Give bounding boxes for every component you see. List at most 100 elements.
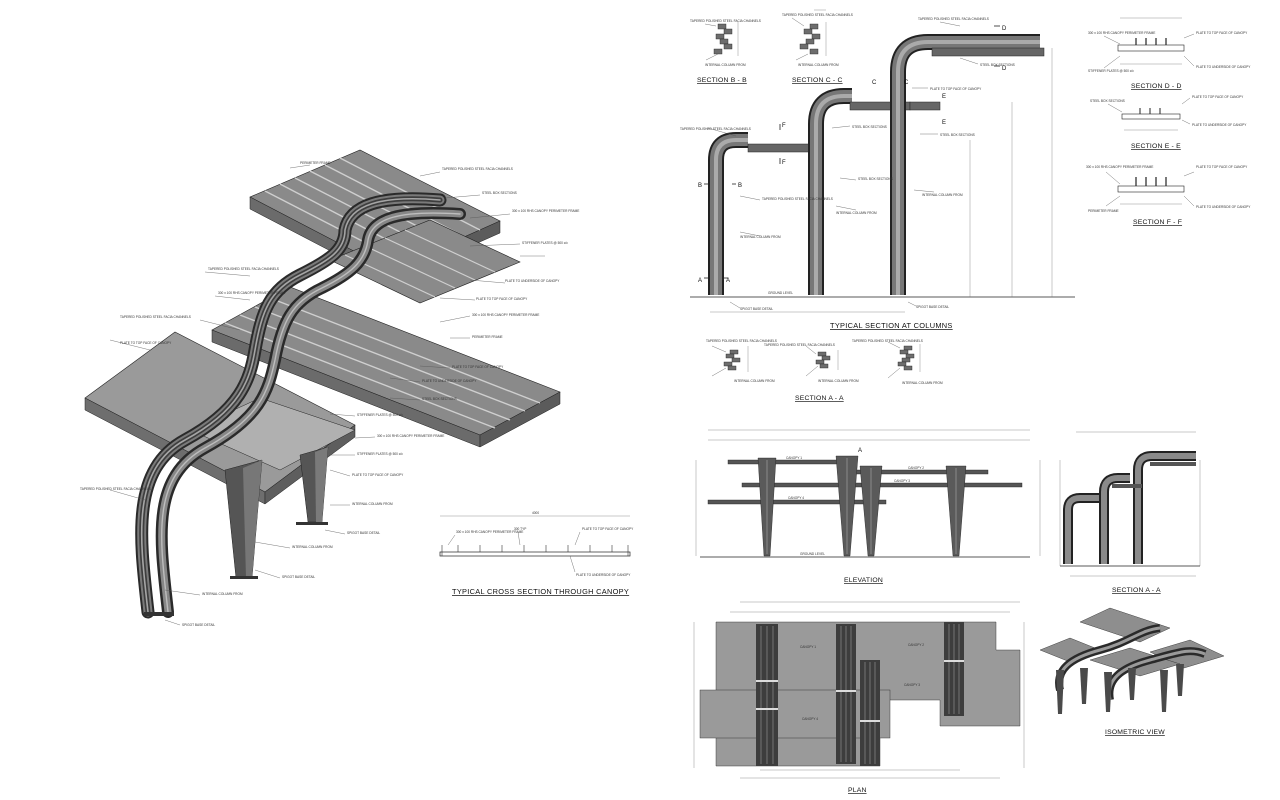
typical-section-at-columns: GROUND LEVEL B B A A F F C C E E D D <box>680 17 1075 330</box>
iso-note-internal-col-3: INTERNAL COLUMN FROM <box>202 592 243 596</box>
elevation-marker-a: A <box>858 448 862 454</box>
section-a-row: TAPERED POLISHED STEEL FACIA CHANNELS IN… <box>706 339 943 402</box>
iso-note-top-3: PLATE TO TOP FACE OF CANOPY <box>120 341 172 345</box>
plan-columns <box>756 622 964 766</box>
iso-note-stiffener: STIFFENER PLATES @ 500 c/c <box>522 241 568 245</box>
iso-note-perimeter-frame: PERIMETER FRAME <box>300 161 331 165</box>
marker-e-bottom: E <box>942 120 946 126</box>
section-b-detail: TAPERED POLISHED STEEL FACIA CHANNELS IN… <box>690 19 761 84</box>
section-d-note-1: 300 x 100 RHS CANOPY PERIMETER FRAME <box>1088 31 1155 35</box>
section-a-note-4: INTERNAL COLUMN FROM <box>818 379 859 383</box>
section-e-note-3: PLATE TO UNDERSIDE OF CANOPY <box>1192 123 1247 127</box>
section-c-detail: TAPERED POLISHED STEEL FACIA CHANNELS IN… <box>782 9 853 84</box>
title-section-c: SECTION C - C <box>792 77 843 84</box>
title-section-d: SECTION D - D <box>1131 83 1182 90</box>
typical-ground-level: GROUND LEVEL <box>768 291 793 295</box>
section-a-small: SECTION A - A <box>1059 431 1201 594</box>
cross-note-perimeter: 300 x 100 RHS CANOPY PERIMETER FRAME <box>456 530 523 534</box>
iso-note-spigot: SPIGOT BASE DETAIL <box>347 531 380 535</box>
iso-note-channels: TAPERED POLISHED STEEL FACIA CHANNELS <box>442 167 513 171</box>
title-cross-section: TYPICAL CROSS SECTION THROUGH CANOPY <box>452 587 629 596</box>
title-section-e: SECTION E - E <box>1131 143 1181 150</box>
columns-iso <box>144 446 329 616</box>
section-f-note-1: 300 x 100 RHS CANOPY PERIMETER FRAME <box>1086 165 1153 169</box>
iso-note-stiffener-2: STIFFENER PLATES @ 500 c/c <box>357 413 403 417</box>
typ-note-spigot-1: SPIGOT BASE DETAIL <box>740 307 773 311</box>
iso-note-top-face-2: PLATE TO TOP FACE OF CANOPY <box>452 365 504 369</box>
elevation-canopy-3: CANOPY 3 <box>894 479 910 483</box>
flowing-channels-iso <box>135 192 466 619</box>
section-d-note-3: PLATE TO TOP FACE OF CANOPY <box>1196 31 1248 35</box>
typ-note-6: INTERNAL COLUMN FROM <box>836 211 877 215</box>
elevation: GROUND LEVEL CANOPY 1 CANOPY 2 CANOPY 3 … <box>695 429 1041 584</box>
plan-canopy-1: CANOPY 1 <box>800 645 816 649</box>
iso-note-plates: PLATE TO TOP FACE OF CANOPY <box>352 473 404 477</box>
section-a-note-3: TAPERED POLISHED STEEL FACIA CHANNELS <box>764 343 835 347</box>
elevation-canopy-4: CANOPY 4 <box>788 496 804 500</box>
typ-note-2: TAPERED POLISHED STEEL FACIA CHANNELS <box>762 197 833 201</box>
plan-canopy-2: CANOPY 2 <box>908 643 924 647</box>
plan-canopy-3: CANOPY 3 <box>904 683 920 687</box>
title-section-b: SECTION B - B <box>697 77 747 84</box>
typ-note-10: STEEL BOX SECTIONS <box>980 63 1015 67</box>
marker-c-left: C <box>872 80 877 86</box>
section-d-note-2: STIFFENER PLATES @ 500 c/c <box>1088 69 1134 73</box>
cross-note-underside: PLATE TO UNDERSIDE OF CANOPY <box>576 573 631 577</box>
marker-c-right: C <box>904 80 909 86</box>
section-f-note-2: PERIMETER FRAME <box>1088 209 1119 213</box>
typ-note-4: STEEL BOX SECTIONS <box>852 125 887 129</box>
iso-note-rhs-3: 300 x 100 RHS CANOPY PERIMETER FRAME <box>377 434 444 438</box>
section-a-note-1: TAPERED POLISHED STEEL FACIA CHANNELS <box>706 339 777 343</box>
main-isometric: PERIMETER FRAME TAPERED POLISHED STEEL F… <box>80 149 579 627</box>
iso-note-spigot-3: SPIGOT BASE DETAIL <box>182 623 215 627</box>
typ-note-spigot-2: SPIGOT BASE DETAIL <box>916 305 949 309</box>
iso-note-perimeter-3: 300 x 100 RHS CANOPY PERIMETER FRAME <box>218 291 285 295</box>
marker-b-left: B <box>698 183 702 189</box>
title-section-a-small: SECTION A - A <box>1112 587 1161 594</box>
typ-note-8: STEEL BOX SECTIONS <box>940 133 975 137</box>
typ-note-1: TAPERED POLISHED STEEL FACIA CHANNELS <box>680 127 751 131</box>
iso-note-underside: PLATE TO UNDERSIDE OF CANOPY <box>505 279 560 283</box>
iso-callouts: PERIMETER FRAME TAPERED POLISHED STEEL F… <box>80 161 579 627</box>
elevation-ground-level: GROUND LEVEL <box>800 552 825 556</box>
section-a-note-6: INTERNAL COLUMN FROM <box>902 381 943 385</box>
iso-note-box-2: STEEL BOX SECTIONS <box>422 397 457 401</box>
typ-note-5: STEEL BOX SECTIONS <box>858 177 893 181</box>
typ-note-9: INTERNAL COLUMN FROM <box>922 193 963 197</box>
section-c-note-2: INTERNAL COLUMN FROM <box>798 63 839 67</box>
typ-note-7: PLATE TO TOP FACE OF CANOPY <box>930 87 982 91</box>
cross-note-top: PLATE TO TOP FACE OF CANOPY <box>582 527 634 531</box>
iso-note-underside-2: PLATE TO UNDERSIDE OF CANOPY <box>422 379 477 383</box>
section-e-detail: STEEL BOX SECTIONS PLATE TO TOP FACE OF … <box>1090 95 1247 150</box>
iso-note-internal-col: INTERNAL COLUMN FROM <box>352 502 393 506</box>
iso-note-top-face: PLATE TO TOP FACE OF CANOPY <box>476 297 528 301</box>
section-f-note-3: PLATE TO TOP FACE OF CANOPY <box>1196 165 1248 169</box>
marker-b-right: B <box>738 183 742 189</box>
section-b-note-2: INTERNAL COLUMN FROM <box>705 63 746 67</box>
iso-note-stiffener-3: STIFFENER PLATES @ 500 c/c <box>357 452 403 456</box>
iso-note-rhs: 300 x 100 RHS CANOPY PERIMETER FRAME <box>512 209 579 213</box>
title-plan: PLAN <box>848 787 867 794</box>
iso-note-channels-3: TAPERED POLISHED STEEL FACIA CHANNELS <box>120 315 191 319</box>
cross-note-300: 300 TYP <box>514 527 526 531</box>
elevation-canopy-1: CANOPY 1 <box>786 456 802 460</box>
iso-note-box-sections: STEEL BOX SECTIONS <box>482 191 517 195</box>
section-b-note-1: TAPERED POLISHED STEEL FACIA CHANNELS <box>690 19 761 23</box>
marker-f-bottom: F <box>782 160 786 166</box>
typ-note-11: TAPERED POLISHED STEEL FACIA CHANNELS <box>918 17 989 21</box>
plan: CANOPY 1 CANOPY 2 CANOPY 3 CANOPY 4 PLAN <box>693 601 1025 794</box>
iso-note-perimeter-2: PERIMETER FRAME <box>472 335 503 339</box>
marker-e-top: E <box>942 94 946 100</box>
iso-note-channels-4: TAPERED POLISHED STEEL FACIA CHANNELS <box>80 487 151 491</box>
elevation-canopy-2: CANOPY 2 <box>908 466 924 470</box>
section-e-note-1: STEEL BOX SECTIONS <box>1090 99 1125 103</box>
cross-section-canopy: 4000 300 x 100 RHS CANOPY PERIMETER FRAM… <box>439 511 634 596</box>
section-a-note-5: TAPERED POLISHED STEEL FACIA CHANNELS <box>852 339 923 343</box>
iso-note-spigot-2: SPIGOT BASE DETAIL <box>282 575 315 579</box>
isometric-view-small: ISOMETRIC VIEW <box>1039 607 1225 736</box>
section-f-note-4: PLATE TO UNDERSIDE OF CANOPY <box>1196 205 1251 209</box>
title-isometric-view: ISOMETRIC VIEW <box>1105 729 1165 736</box>
typ-note-3: INTERNAL COLUMN FROM <box>740 235 781 239</box>
marker-d-bottom: D <box>1002 66 1007 72</box>
